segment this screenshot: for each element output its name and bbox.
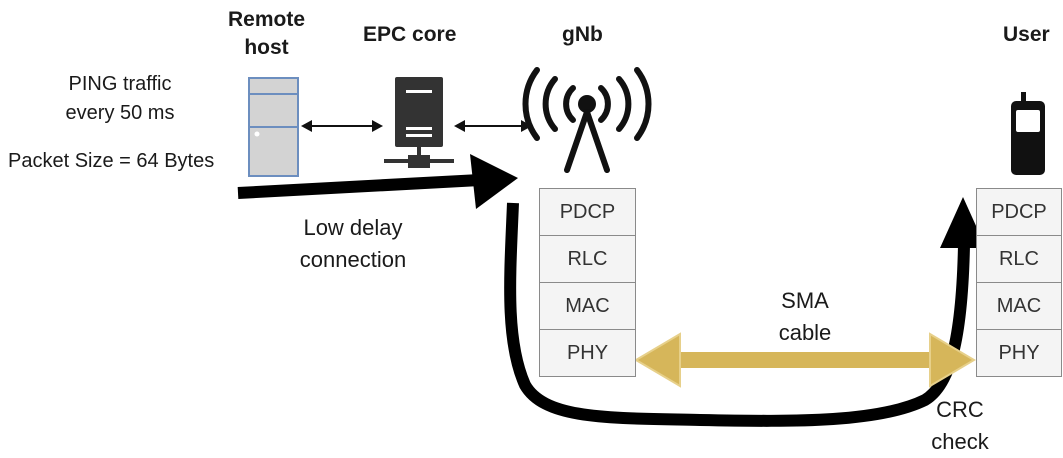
user-layer-pdcp: PDCP bbox=[976, 188, 1062, 236]
sma-cable-line1: SMA bbox=[781, 288, 829, 313]
link-host-epc bbox=[301, 120, 383, 132]
low-delay-text: Low delay connection bbox=[283, 212, 423, 276]
ping-traffic-line1: PING traffic bbox=[68, 73, 172, 95]
gnb-label: gNb bbox=[562, 23, 603, 46]
user-layer-rlc: RLC bbox=[976, 235, 1062, 283]
user-protocol-stack: PDCP RLC MAC PHY bbox=[976, 188, 1062, 377]
antenna-icon bbox=[522, 67, 652, 173]
crc-check-line2: check bbox=[931, 428, 989, 454]
sma-cable-arrow bbox=[634, 332, 976, 388]
gnb-layer-pdcp: PDCP bbox=[539, 188, 636, 236]
sma-cable-line2: cable bbox=[778, 319, 832, 345]
low-delay-line1: Low delay bbox=[303, 215, 403, 240]
server-icon bbox=[248, 77, 299, 177]
epc-core-icon bbox=[384, 77, 454, 168]
gnb-layer-mac: MAC bbox=[539, 282, 636, 330]
phone-icon bbox=[1011, 92, 1045, 175]
link-epc-gnb bbox=[454, 120, 532, 132]
crc-flow-arrow bbox=[504, 197, 986, 427]
crc-check-text: CRC check bbox=[915, 394, 1005, 458]
ping-traffic-line2: every 50 ms bbox=[65, 102, 175, 124]
user-label: User bbox=[1003, 23, 1050, 46]
user-layer-mac: MAC bbox=[976, 282, 1062, 330]
packet-size-text: Packet Size = 64 Bytes bbox=[8, 150, 215, 172]
remote-host-label: Remote host bbox=[228, 8, 306, 59]
traffic-arrow bbox=[237, 154, 518, 209]
gnb-layer-rlc: RLC bbox=[539, 235, 636, 283]
sma-cable-text: SMA cable bbox=[760, 285, 850, 349]
crc-check-line1: CRC bbox=[936, 397, 984, 422]
low-delay-line2: connection bbox=[299, 246, 407, 272]
gnb-protocol-stack: PDCP RLC MAC PHY bbox=[539, 188, 636, 377]
gnb-layer-phy: PHY bbox=[539, 329, 636, 377]
user-layer-phy: PHY bbox=[976, 329, 1062, 377]
ping-traffic-text: PING traffic every 50 ms bbox=[55, 70, 185, 128]
epc-core-label: EPC core bbox=[363, 23, 457, 46]
